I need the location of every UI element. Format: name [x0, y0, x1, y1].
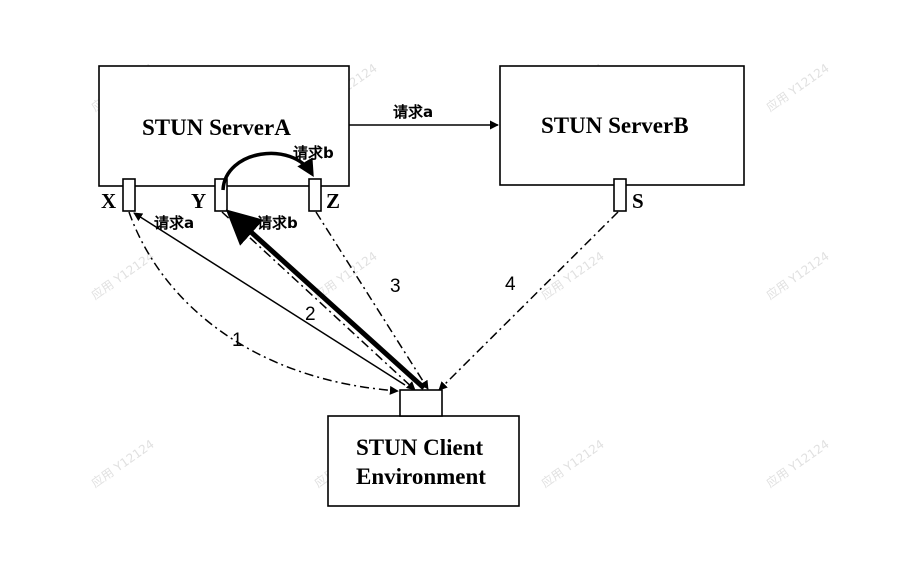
- port-z-label: Z: [326, 189, 340, 213]
- stun-client-title-line2: Environment: [356, 464, 486, 489]
- watermark-text: 应用 Y12124: [763, 60, 832, 114]
- stun-client-box: [327, 415, 520, 507]
- port-z: [308, 178, 322, 212]
- arrow-response-2: [221, 211, 416, 391]
- step-3-label: 3: [390, 276, 401, 297]
- stun-client-environment: STUN Client Environment: [327, 389, 520, 507]
- step-1-label: 1: [232, 330, 243, 351]
- port-s-label: S: [632, 189, 644, 213]
- response-4-s-to-client: 4: [438, 211, 619, 391]
- stun-server-b-box: [499, 65, 745, 186]
- port-s: [613, 178, 627, 212]
- request-a-server-a-to-b: 请求a: [349, 103, 499, 130]
- stun-server-a: STUN ServerA: [98, 65, 350, 187]
- arrow-response-4: [438, 211, 619, 391]
- request-b-label-top: 请求b: [293, 144, 334, 162]
- watermark-text: 应用 Y12124: [88, 436, 157, 490]
- watermark-text: 应用 Y12124: [763, 248, 832, 302]
- response-1-x-to-client: 1: [128, 211, 399, 395]
- request-b-client-to-y: 请求b: [225, 209, 426, 390]
- watermark-text: 应用 Y12124: [538, 436, 607, 490]
- arrow-response-1: [128, 211, 399, 395]
- arrow-client-to-y: [225, 209, 426, 390]
- request-b-y-to-z: 请求b: [221, 144, 334, 191]
- request-b-label-y: 请求b: [257, 214, 298, 232]
- arrow-response-3: [315, 211, 429, 390]
- port-y-label: Y: [191, 189, 206, 213]
- port-x-label: X: [101, 189, 116, 213]
- stun-server-a-title: STUN ServerA: [142, 115, 291, 140]
- client-port: [399, 389, 443, 417]
- stun-server-b: STUN ServerB: [499, 65, 745, 186]
- stun-client-title-line1: STUN Client: [356, 435, 483, 460]
- response-2-y-to-client: 2: [221, 211, 416, 391]
- response-3-z-to-client: 3: [315, 211, 429, 390]
- step-2-label: 2: [305, 304, 316, 325]
- request-a-label-x: 请求a: [154, 214, 194, 232]
- watermark-text: 应用 Y12124: [763, 436, 832, 490]
- arrow-y-to-z: [221, 151, 314, 191]
- request-a-label-top: 请求a: [393, 103, 433, 121]
- server-ports: X Y Z S: [101, 178, 644, 213]
- stun-server-b-title: STUN ServerB: [541, 113, 689, 138]
- step-4-label: 4: [505, 274, 516, 295]
- watermark-text: 应用 Y12124: [88, 248, 157, 302]
- port-x: [122, 178, 136, 212]
- arrow-client-to-x: [133, 212, 406, 386]
- request-a-client-to-x: 请求a: [133, 212, 406, 386]
